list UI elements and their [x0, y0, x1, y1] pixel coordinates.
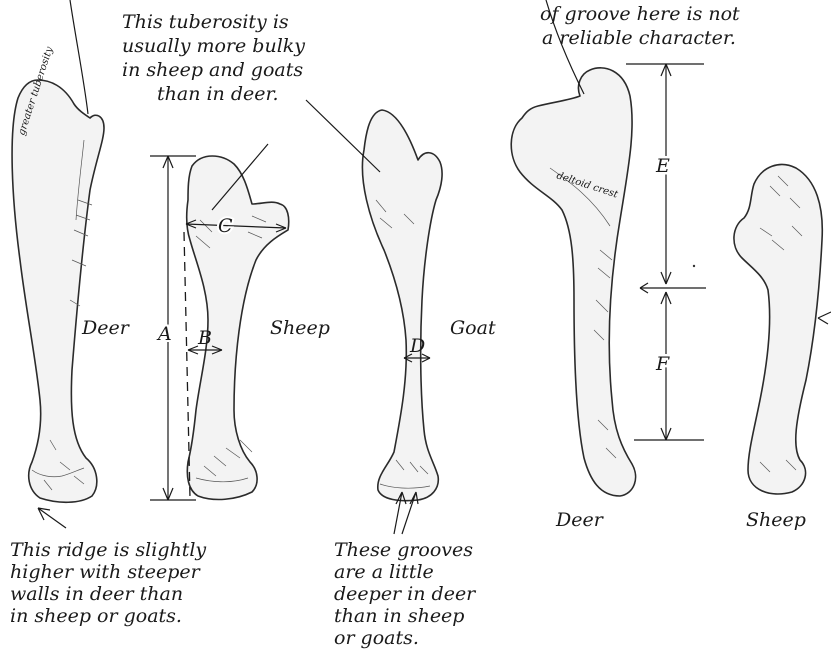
ridge-note-line-4: in sheep or goats.: [10, 605, 182, 627]
grooves-note-line-2: are a little: [334, 561, 434, 583]
label-sheep-left: Sheep: [270, 317, 330, 339]
ridge-arrow: [38, 508, 66, 528]
tuberosity-note-line-3: in sheep and goats: [122, 59, 303, 81]
measure-label-f: F: [655, 353, 670, 375]
groove-note-line-1: of groove here is not: [540, 3, 740, 25]
measure-label-c: C: [218, 215, 233, 237]
ridge-note: This ridge is slightly higher with steep…: [10, 539, 212, 627]
tuberosity-note: This tuberosity is usually more bulky in…: [122, 11, 311, 105]
measure-label-e: E: [655, 155, 670, 177]
deer-humerus-lateral: deltoid crest: [511, 68, 635, 496]
greater-tuberosity-pointer: [70, 0, 88, 114]
measure-label-d: D: [409, 335, 425, 357]
grooves-note-line-3: deeper in deer: [334, 583, 477, 605]
label-sheep-right: Sheep: [746, 509, 806, 531]
deer-humerus-front: greater tuberosity: [12, 45, 104, 502]
groove-note: of groove here is not a reliable charact…: [540, 3, 746, 49]
measure-label-a: A: [156, 323, 172, 345]
grooves-note-line-4: than in sheep: [334, 605, 464, 627]
ridge-note-line-2: higher with steeper: [10, 561, 202, 583]
label-deer-left: Deer: [81, 317, 131, 339]
measure-label-b: B: [197, 327, 212, 349]
ridge-note-line-3: walls in deer than: [10, 583, 183, 605]
label-deer-right: Deer: [555, 509, 605, 531]
grooves-note: These grooves are a little deeper in dee…: [334, 539, 481, 649]
grooves-note-line-5: or goats.: [334, 627, 419, 649]
label-goat: Goat: [450, 317, 496, 339]
tuberosity-note-line-1: This tuberosity is: [122, 11, 289, 33]
tuberosity-note-line-2: usually more bulky: [122, 35, 305, 57]
goat-humerus: [362, 110, 442, 501]
sheep-humerus-lateral: [734, 165, 822, 494]
ridge-note-line-1: This ridge is slightly: [10, 539, 206, 561]
sheep-arrow: [818, 312, 831, 324]
groove-note-line-2: a reliable character.: [542, 27, 736, 49]
grooves-note-line-1: These grooves: [334, 539, 473, 561]
measurements-deer-lateral: [626, 64, 706, 440]
tuberosity-note-line-4: than in deer.: [157, 83, 279, 105]
